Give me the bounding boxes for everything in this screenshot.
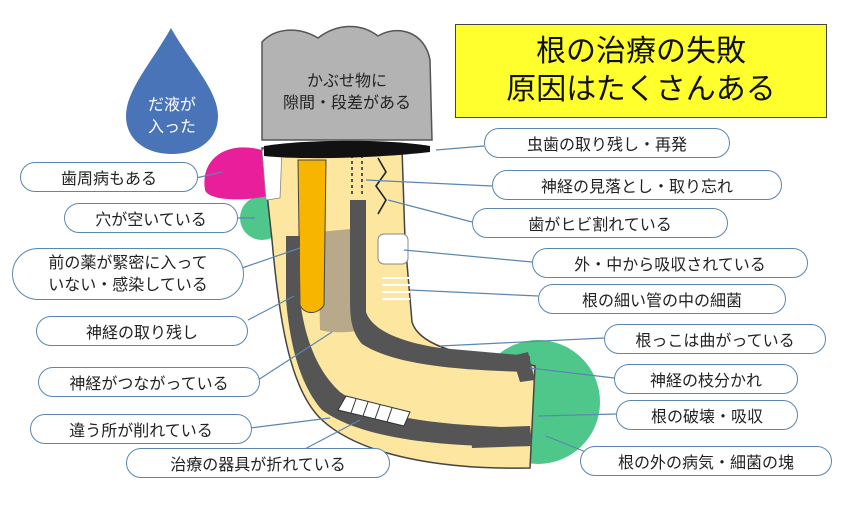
label-prev-medicine: 前の薬が緊密に入って いない・感染している — [12, 248, 244, 300]
label-periodontal: 歯周病もある — [20, 162, 198, 192]
saliva-drop-line1: だ液が — [147, 95, 196, 114]
title-box: 根の治療の失敗 原因はたくさんある — [455, 24, 827, 118]
label-crack: 歯がヒビ割れている — [472, 208, 728, 238]
label-prev-medicine-line2: いない・感染している — [48, 275, 208, 294]
label-remaining-nerve: 神経の取り残し — [36, 316, 248, 346]
canal-right — [350, 200, 530, 372]
label-prev-medicine-line1: 前の薬が緊密に入って — [48, 253, 208, 272]
label-broken-instrument: 治療の器具が折れている — [126, 448, 390, 478]
label-perforation: 穴が空いている — [64, 203, 238, 233]
label-root-destruction: 根の破壊・吸収 — [616, 400, 798, 430]
filling-post — [297, 159, 327, 313]
resorption-patch — [377, 233, 409, 265]
label-nerve-branch: 神経の枝分かれ — [614, 364, 798, 394]
crack-line — [375, 157, 387, 215]
label-lesion: 根の外の病気・細菌の塊 — [580, 446, 832, 476]
title-line2: 原因はたくさんある — [506, 72, 776, 107]
saliva-drop-label: だ液が 入った — [132, 94, 212, 138]
crown-line1: かぶせ物に — [306, 71, 387, 90]
saliva-drop-icon — [126, 28, 218, 154]
crown-line2: 隙間・段差がある — [282, 93, 411, 112]
canal-lower — [470, 426, 532, 448]
broken-instrument — [337, 395, 411, 427]
canal-branch — [512, 352, 535, 382]
label-resorption: 外・中から吸収されている — [532, 248, 808, 278]
crown-label: かぶせ物に 隙間・段差がある — [262, 70, 432, 114]
tubule-stripes — [382, 277, 410, 300]
gum-pink-shape — [204, 147, 268, 200]
label-bacteria-tubules: 根の細い管の中の細菌 — [538, 284, 786, 314]
crown-shape — [261, 25, 433, 141]
crown-margin-gap — [264, 140, 430, 159]
title-line1: 根の治療の失敗 — [536, 34, 746, 69]
label-caries: 虫歯の取り残し・再発 — [484, 128, 730, 158]
saliva-drop-line2: 入った — [147, 117, 196, 136]
label-missed-nerve: 神経の見落とし・取り忘れ — [492, 170, 782, 200]
label-connected-nerve: 神経がつながっている — [38, 367, 260, 397]
tooth-white-patch — [261, 149, 283, 201]
label-wrong-cut: 違う所が削れている — [30, 414, 252, 444]
label-curved-root: 根っこは曲がっている — [604, 324, 826, 354]
